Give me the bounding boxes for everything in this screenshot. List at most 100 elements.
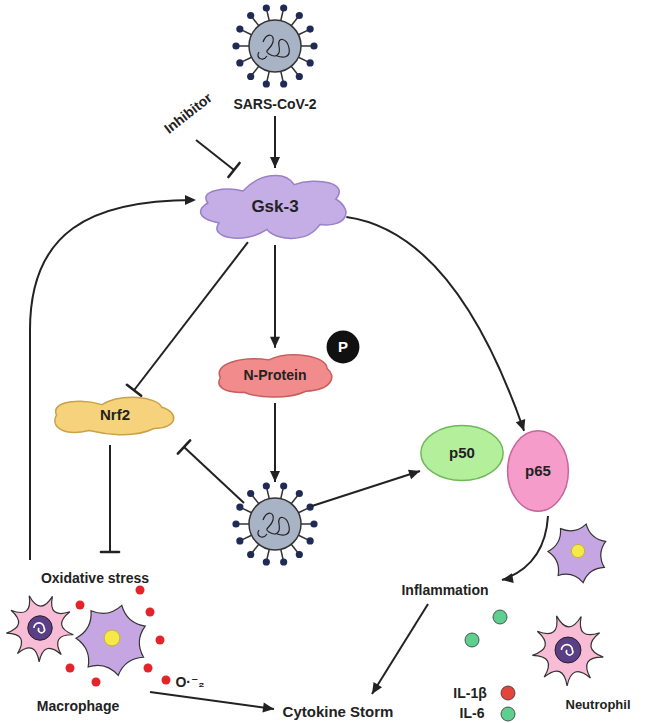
virus-spike-tip (296, 490, 303, 497)
virus-spike-tip (307, 537, 314, 544)
text-label: Inflammation (401, 582, 488, 598)
connector (270, 116, 280, 168)
virus-spike-tip (263, 80, 270, 87)
node-label: Gsk-3 (251, 197, 298, 217)
protein-ellipse: p65 (507, 430, 569, 512)
protein-ellipse: p50 (420, 425, 504, 481)
node-label: SARS-CoV-2 (233, 96, 316, 112)
macrophage-nucleus (571, 544, 584, 557)
inhibitor-line (196, 140, 234, 170)
text-label: Inhibitor (161, 89, 215, 136)
connector (270, 245, 280, 348)
superoxide-dot (92, 678, 101, 687)
protein-blob: Nrf2 (50, 389, 180, 441)
neutrophil-cell (532, 616, 603, 686)
virus-spike-tip (280, 4, 287, 11)
neutrophil-body (532, 616, 603, 686)
connector-line (346, 217, 524, 431)
node-outline-path (219, 355, 332, 397)
node-label: p65 (525, 462, 551, 479)
virus-rna (258, 513, 289, 537)
neutrophil-nucleus (28, 616, 52, 640)
virus-rna (258, 35, 289, 59)
superoxide-dot (162, 676, 171, 685)
arrow-head (502, 573, 514, 583)
text-label: Oxidative stress (41, 570, 149, 586)
virus-spike-tip (263, 558, 270, 565)
arrow-head (185, 195, 196, 205)
virus-spike-tip (247, 490, 254, 497)
virus-spike-tip (310, 42, 317, 49)
node-label: Nrf2 (100, 406, 130, 423)
node-label: p50 (449, 444, 475, 461)
neutrophil-body (6, 596, 73, 662)
connector (346, 217, 525, 431)
inhibit-line (109, 445, 111, 552)
arrow-curve (502, 516, 548, 580)
nucleus-lobe (562, 645, 573, 655)
node-label: N-Protein (244, 367, 307, 383)
superoxide-dot (136, 586, 145, 595)
virus-spike-tip (236, 503, 243, 510)
neutrophil-nucleus (555, 637, 581, 663)
virus-spike-tip (296, 551, 303, 558)
inhibit-bar (228, 163, 239, 177)
macrophage-nucleus (104, 630, 120, 646)
virus-spike-tip (307, 503, 314, 510)
text-label: Neutrophil (566, 698, 631, 713)
text-label: Macrophage (37, 698, 119, 714)
virus-spike-tip (236, 537, 243, 544)
virus-spike-tip (247, 12, 254, 19)
arrow-head (270, 337, 280, 348)
macrophage-cell (76, 605, 145, 675)
arrow-line (150, 692, 274, 709)
virus-spike-tip (307, 59, 314, 66)
virus-spike-tip (263, 4, 270, 11)
inhibit-bar (101, 551, 119, 554)
superoxide-dot (76, 601, 85, 610)
arrow-head (372, 682, 382, 694)
virus-spike-tip (296, 73, 303, 80)
neutrophil-cell (6, 596, 73, 662)
cytokine-dot (465, 633, 479, 647)
cytokine-dot (501, 707, 515, 721)
node-outline-ellipse (508, 431, 569, 511)
superoxide-dot (156, 636, 165, 645)
virus-spike-tip (280, 482, 287, 489)
virus-spike-tip (280, 558, 287, 565)
superoxide-dot (146, 608, 155, 617)
virus-spike-tip (236, 25, 243, 32)
text-label: IL-1β (453, 685, 486, 701)
virus-symbol (232, 482, 317, 565)
protein-blob: N-Protein (213, 348, 337, 402)
inhibit-line (184, 447, 244, 503)
arrow-head (408, 470, 420, 480)
virus-envelope (249, 20, 301, 72)
node-outline-ellipse (327, 331, 358, 362)
cytokine-dot (501, 686, 515, 700)
arrow-line (312, 471, 420, 506)
virus-spike-tip (232, 520, 239, 527)
text-label: IL-6 (460, 705, 485, 721)
virus-spike-tip (247, 551, 254, 558)
macrophage-cell (548, 524, 606, 582)
virus-envelope (249, 498, 301, 550)
text-label: O·⁻₂ (175, 674, 204, 690)
inhibit-bar (127, 385, 141, 396)
node-outline-path (55, 397, 174, 434)
inhibit-bar (178, 440, 190, 453)
virus-node: SARS-CoV-2 (225, 0, 325, 114)
virus-spike-tip (247, 73, 254, 80)
protein-blob: Gsk-3 (195, 167, 355, 247)
macrophage-body (548, 524, 606, 582)
virus-spike-tip (307, 25, 314, 32)
virus-spike-tip (280, 80, 287, 87)
superoxide-dot (144, 664, 153, 673)
cytokine-dot (493, 610, 507, 624)
text-label: Cytokine Storm (283, 703, 394, 720)
virus-spike-tip (296, 12, 303, 19)
virus-spike-tip (232, 42, 239, 49)
arrow-head (270, 471, 280, 482)
node-outline-ellipse (421, 426, 503, 481)
